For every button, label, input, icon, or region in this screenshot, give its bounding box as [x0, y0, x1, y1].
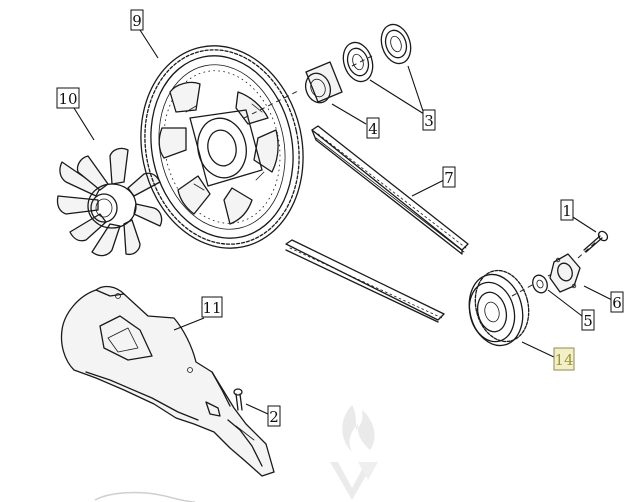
watermark-logo — [330, 405, 378, 500]
callout-4: 4 — [366, 117, 380, 139]
callout-4-label: 4 — [368, 120, 378, 138]
upper-belt-part — [311, 125, 469, 255]
callout-11: 11 — [201, 296, 223, 318]
callout-7-label: 7 — [444, 169, 454, 187]
cropped-part-outline — [94, 491, 196, 502]
lower-belt-part — [285, 239, 445, 323]
callout-3-label: 3 — [424, 112, 434, 130]
callout-1: 1 — [560, 199, 574, 221]
callout-5: 5 — [581, 309, 595, 331]
callout-7: 7 — [442, 166, 456, 188]
callout-2: 2 — [267, 405, 281, 427]
callout-6: 6 — [610, 291, 624, 313]
callout-9-label: 9 — [132, 12, 142, 30]
callout-14: 14 — [553, 347, 575, 371]
plate-part — [549, 253, 581, 293]
callout-14-label: 14 — [554, 351, 573, 369]
bearing-pair-part — [342, 23, 412, 83]
front-sprocket-part — [468, 269, 530, 347]
callout-10-label: 10 — [58, 90, 77, 108]
callout-9: 9 — [130, 9, 144, 31]
callout-5-label: 5 — [583, 312, 593, 330]
callout-3: 3 — [422, 109, 436, 131]
screw-2-part — [233, 388, 243, 411]
callout-11-label: 11 — [202, 299, 221, 317]
callout-2-label: 2 — [269, 408, 279, 426]
washer-part — [532, 274, 548, 294]
rear-pulley-part — [140, 45, 304, 249]
callout-6-label: 6 — [612, 294, 622, 312]
belt-guard-part — [60, 285, 275, 477]
fan-part — [56, 147, 163, 257]
screw-part — [583, 230, 609, 253]
spacer-bushing-part — [304, 61, 343, 104]
callout-1-label: 1 — [562, 202, 572, 220]
callout-10: 10 — [56, 87, 80, 109]
